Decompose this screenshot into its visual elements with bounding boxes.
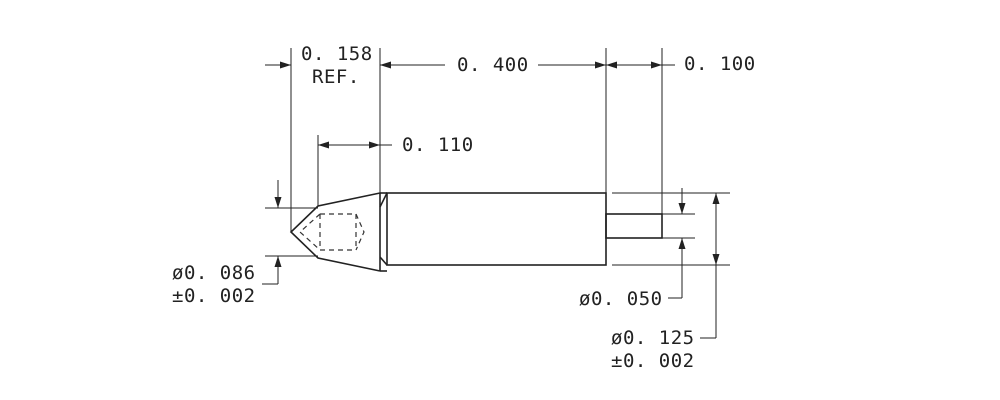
body-diameter-label: ø0. 125 bbox=[611, 327, 695, 349]
dimension-lines bbox=[262, 61, 720, 339]
ref-label: REF. bbox=[312, 66, 360, 88]
tail-length-label: 0. 100 bbox=[684, 53, 756, 75]
body-cylinder bbox=[386, 192, 607, 266]
pin-outline bbox=[289, 192, 663, 272]
tip-tolerance-label: ±0. 002 bbox=[172, 285, 256, 307]
ref-length-label: 0. 158 bbox=[301, 43, 373, 65]
taper-top bbox=[379, 192, 388, 208]
extension-lines bbox=[265, 48, 730, 266]
tip-outline bbox=[289, 192, 381, 272]
taper-bottom bbox=[379, 256, 388, 266]
body-length-label: 0. 400 bbox=[457, 54, 529, 76]
tail-diameter-label: ø0. 050 bbox=[579, 288, 663, 310]
hidden-cavity bbox=[299, 213, 365, 251]
tip-diameter-label: ø0. 086 bbox=[172, 262, 256, 284]
body-tolerance-label: ±0. 002 bbox=[611, 350, 695, 372]
chamfer-length-label: 0. 110 bbox=[402, 134, 474, 156]
tail-pin bbox=[605, 213, 663, 239]
